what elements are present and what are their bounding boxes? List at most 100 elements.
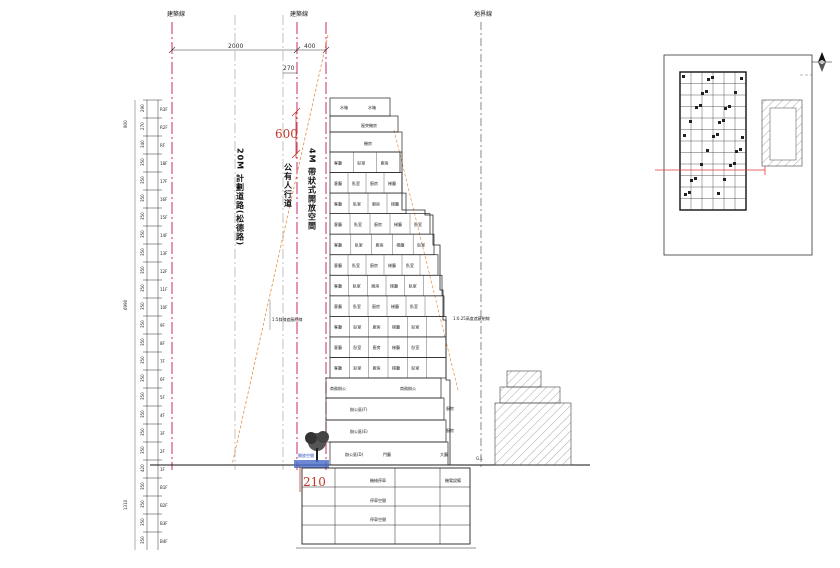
inset-fixture	[735, 150, 738, 153]
open-space-label: 4M 帶狀式開放空間	[307, 148, 317, 230]
typical-room-label: 廚房	[376, 241, 384, 247]
typical-room-label: 廚房	[371, 283, 379, 289]
total-bottom: 1310	[123, 499, 128, 510]
inset-fixture	[712, 135, 715, 138]
typical-room-label: 客廳	[334, 180, 342, 186]
inset-fixture	[700, 163, 703, 166]
dim-400: 400	[304, 43, 316, 50]
inset-fixture	[701, 92, 704, 95]
roof-rect	[329, 97, 391, 117]
dim-270: 270	[283, 65, 295, 72]
podium-floor-4	[329, 441, 449, 466]
neighbor-tier-2	[499, 386, 561, 404]
typical-room-label: 廚房	[373, 344, 381, 350]
inset-fixture	[688, 191, 691, 194]
tower-floors: 客廳臥室廚房客廳臥室廚房梯廳客廳臥室廚房梯廳客廳臥室廚房梯廳臥室客廳臥室廚房梯廳…	[329, 151, 447, 379]
dim-2000: 2000	[228, 43, 243, 50]
red-dim-210: 210	[303, 475, 326, 489]
level-label: RF	[160, 143, 166, 148]
road-label: 20M 計劃道路(松德路)	[235, 148, 245, 246]
level-label: 13F	[160, 251, 168, 256]
level-label: 6F	[160, 377, 166, 382]
typical-room-label: 臥室	[353, 200, 361, 206]
level-dim: 290	[140, 104, 145, 112]
inset-fixture	[723, 178, 726, 181]
typical-room-label: 客廳	[334, 365, 342, 371]
level-label: 7F	[160, 359, 166, 364]
typical-room-label: 客廳	[334, 303, 342, 309]
inset-fixture	[728, 105, 731, 108]
level-label: B4F	[160, 539, 168, 544]
typical-room-label: 臥室	[353, 303, 361, 309]
typical-room-label: 梯廳	[392, 344, 400, 350]
level-dim: 420	[140, 464, 145, 472]
inset-neighbor-core	[769, 107, 797, 161]
inset-fixture	[683, 134, 686, 137]
basement-room-1: 機械停車	[370, 477, 386, 483]
level-dim: 350	[140, 356, 145, 364]
typical-room-label: 廚房	[370, 262, 378, 268]
typical-room-label: 客廳	[334, 200, 342, 206]
typical-room-label: 臥室	[357, 159, 365, 165]
typical-room-label: 廚房	[374, 221, 382, 227]
inset-fixture	[711, 76, 714, 79]
typical-room-label: 梯廳	[388, 262, 396, 268]
basement-room-3: 停車空間	[370, 516, 386, 522]
tree-trunk	[316, 448, 318, 462]
level-label: 8F	[160, 341, 166, 346]
typical-room-label: 梯廳	[392, 324, 400, 330]
level-label: 5F	[160, 395, 166, 400]
level-label: 18F	[160, 161, 168, 166]
red-dim-600-tick-a	[291, 107, 301, 117]
inset-fixture	[724, 107, 727, 110]
property-line-label: 地界線	[474, 10, 492, 18]
level-ruler: R3F290R2F270RF34018F35017F35016F35015F35…	[123, 99, 168, 550]
typical-room-label: 梯廳	[391, 303, 399, 309]
level-label: 3F	[160, 431, 166, 436]
machine-room: 機房	[364, 140, 372, 146]
typical-room-label: 臥室	[409, 283, 417, 289]
typical-room-label: 臥室	[411, 324, 419, 330]
level-dim: 350	[140, 320, 145, 328]
typical-room-label: 臥室	[353, 324, 361, 330]
typical-room-label: 廚房	[381, 159, 389, 165]
level-dim: 350	[140, 194, 145, 202]
level-dim: 350	[140, 410, 145, 418]
tree-crown-3	[317, 431, 329, 443]
level-label: 2F	[160, 449, 166, 454]
typical-room-label: 臥室	[353, 283, 361, 289]
red-dim-600: 600	[275, 127, 298, 141]
level-label: R2F	[160, 125, 168, 130]
inset-fixture	[741, 136, 744, 139]
typical-room-label: 臥室	[411, 344, 419, 350]
slope-label-right: 1:0.25高度遮蔽制線	[453, 315, 490, 321]
inset-fixture	[689, 120, 692, 123]
inset-fixture	[729, 164, 732, 167]
setback-outline	[401, 152, 451, 465]
level-dim: 350	[140, 518, 145, 526]
level-ticks: R3F290R2F270RF34018F35017F35016F35015F35…	[140, 99, 168, 544]
typical-room-label: 客廳	[334, 344, 342, 350]
road-label-text: 20M 計劃道路(松德路)	[235, 148, 245, 246]
lobby-2: 大廳	[440, 451, 448, 457]
inset-fixture	[682, 75, 685, 78]
inset-fixture	[733, 162, 736, 165]
typical-room-label: 客廳	[334, 221, 342, 227]
inset-grid	[680, 72, 746, 210]
podium-floor-3	[325, 419, 447, 443]
level-label: B3F	[160, 521, 168, 526]
building-line-label-left: 建築線	[167, 10, 185, 18]
typical-room-label: 廚房	[372, 200, 380, 206]
typical-room-label: 臥室	[354, 221, 362, 227]
typical-room-label: 客廳	[334, 283, 342, 289]
level-label: 12F	[160, 269, 168, 274]
north-arrow-head	[818, 52, 826, 62]
typical-room-label: 梯廳	[396, 241, 404, 247]
dim-tick-1	[168, 46, 176, 54]
level-dim: 350	[140, 176, 145, 184]
slope-line-right	[393, 129, 459, 391]
inset-fixture	[716, 133, 719, 136]
level-dim: 350	[140, 428, 145, 436]
level-label: B2F	[160, 503, 168, 508]
north-arrow-icon	[812, 52, 832, 72]
